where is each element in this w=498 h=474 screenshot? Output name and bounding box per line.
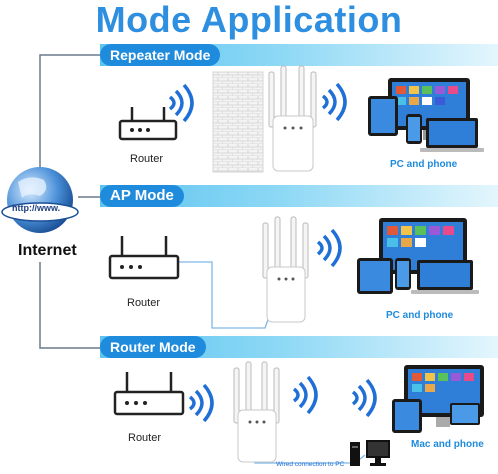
ap-band bbox=[100, 185, 498, 207]
mode-pill-ap: AP Mode bbox=[100, 185, 184, 207]
wall-icon bbox=[212, 71, 264, 173]
devices-icon bbox=[392, 365, 484, 433]
ap-device-icon bbox=[262, 216, 309, 323]
wired-connection-label: Wired connection to PC bbox=[276, 461, 345, 468]
page-title: Mode Application bbox=[95, 0, 403, 40]
repeater-device-icon bbox=[268, 65, 317, 172]
internet-label: Internet bbox=[18, 242, 77, 259]
wifi-signal-icon bbox=[321, 82, 347, 122]
wifi-signal-icon bbox=[351, 378, 377, 418]
router-icon bbox=[113, 372, 185, 416]
devices-icon bbox=[368, 78, 484, 152]
router-mode-device-icon bbox=[233, 361, 280, 463]
router-label: Router bbox=[127, 297, 161, 309]
globe-icon bbox=[1, 167, 79, 233]
devices-icon bbox=[357, 218, 479, 294]
router-label: Router bbox=[128, 432, 162, 444]
globe-url-text: http://www. bbox=[12, 203, 61, 213]
wifi-signal-icon bbox=[292, 375, 318, 415]
router-icon bbox=[118, 107, 178, 141]
devices-label: PC and phone bbox=[390, 159, 458, 170]
devices-label: Mac and phone bbox=[411, 439, 484, 450]
mode-pill-repeater: Repeater Mode bbox=[100, 44, 221, 66]
wifi-signal-icon bbox=[168, 83, 194, 123]
router-icon bbox=[108, 236, 180, 280]
wifi-signal-icon bbox=[316, 228, 342, 268]
mode-pill-router: Router Mode bbox=[100, 336, 206, 358]
devices-label: PC and phone bbox=[386, 310, 454, 321]
pc-icon bbox=[350, 440, 390, 466]
router-label: Router bbox=[130, 153, 164, 165]
wifi-signal-icon bbox=[188, 383, 214, 423]
